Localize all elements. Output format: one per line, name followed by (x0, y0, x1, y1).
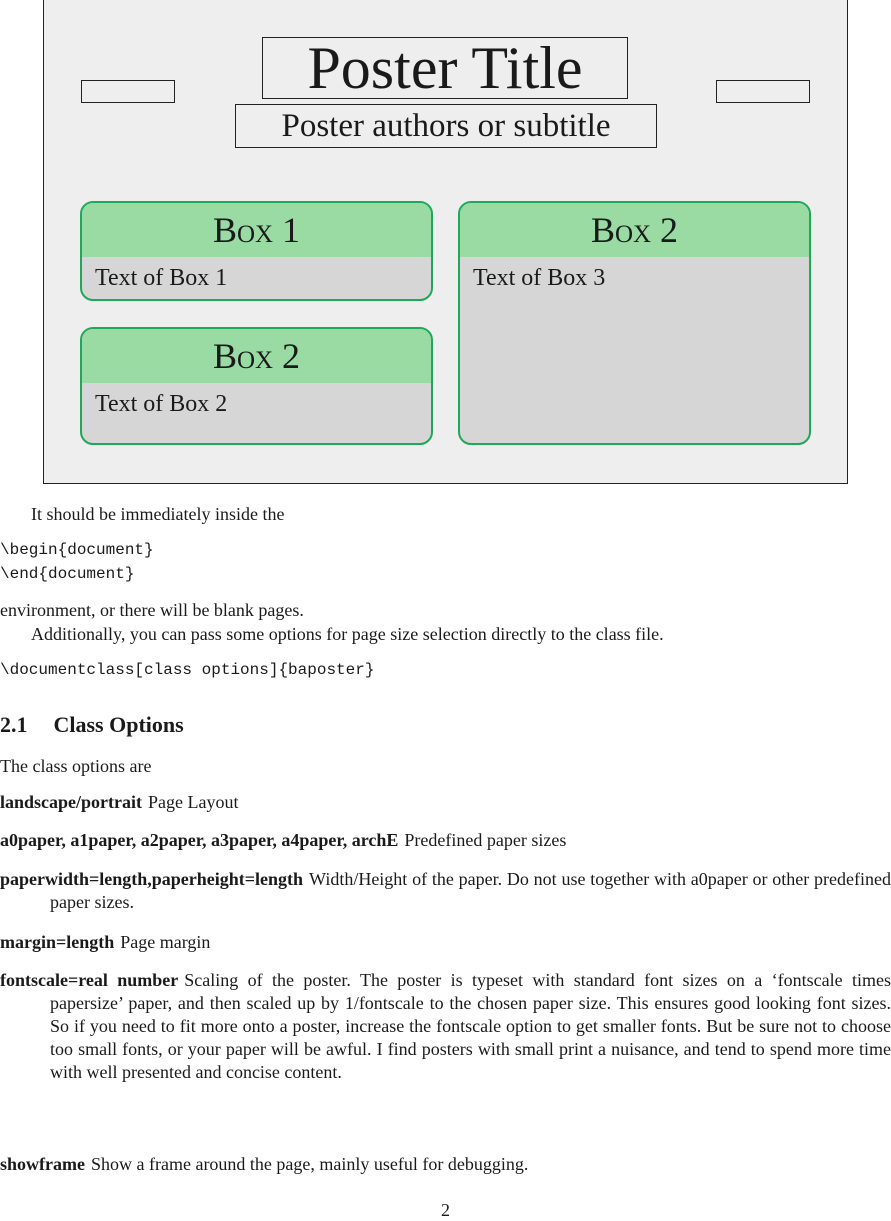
paragraph: The class options are (0, 756, 152, 776)
code-line: \documentclass[class options]{baposter} (0, 661, 375, 679)
option-item: a0paper, a1paper, a2paper, a3paper, a4pa… (0, 829, 891, 852)
poster-box-heading: Box 2 (82, 329, 431, 383)
option-term: showframe (0, 1154, 85, 1174)
option-desc: Predefined paper sizes (404, 830, 567, 850)
page-number: 2 (441, 1200, 450, 1220)
poster-title: Poster Title (262, 37, 628, 99)
right-logo-placeholder (716, 80, 810, 103)
section-number: 2.1 (0, 712, 28, 737)
paragraph: It should be immediately inside the (31, 504, 285, 524)
option-desc: Width/Height of the paper. Do not use to… (50, 869, 891, 912)
code-line: \end{document} (0, 565, 135, 583)
paragraph: Additionally, you can pass some options … (31, 624, 664, 644)
option-term: a0paper, a1paper, a2paper, a3paper, a4pa… (0, 830, 399, 850)
left-logo-placeholder (81, 80, 175, 103)
code-line: \begin{document} (0, 541, 154, 559)
paragraph: environment, or there will be blank page… (0, 600, 304, 620)
poster-box-3: Box 2 Text of Box 3 (458, 201, 811, 445)
poster-box-text: Text of Box 2 (95, 391, 228, 417)
option-term: landscape/portrait (0, 792, 142, 812)
option-desc: Show a frame around the page, mainly use… (90, 1154, 529, 1174)
option-desc: Page margin (120, 932, 211, 952)
option-desc: Page Layout (148, 792, 239, 812)
poster-box-heading: Box 2 (460, 203, 809, 257)
poster-box-heading: Box 1 (82, 203, 431, 257)
poster-box-2: Box 2 Text of Box 2 (80, 327, 433, 445)
poster-subtitle: Poster authors or subtitle (235, 104, 657, 148)
section-title: Class Options (53, 712, 184, 737)
poster-figure: Poster Title Poster authors or subtitle … (43, 0, 848, 484)
option-term: paperwidth=length,paperheight=length (0, 869, 304, 889)
section-heading: 2.1 Class Options (0, 712, 184, 738)
option-item: landscape/portrait Page Layout (0, 791, 891, 814)
poster-box-1: Box 1 Text of Box 1 (80, 201, 433, 301)
poster-box-text: Text of Box 1 (95, 265, 228, 291)
option-term: margin=length (0, 932, 115, 952)
option-term: fontscale=real number (0, 970, 179, 990)
poster-box-text: Text of Box 3 (473, 265, 606, 291)
option-desc: Scaling of the poster. The poster is typ… (50, 970, 891, 1082)
